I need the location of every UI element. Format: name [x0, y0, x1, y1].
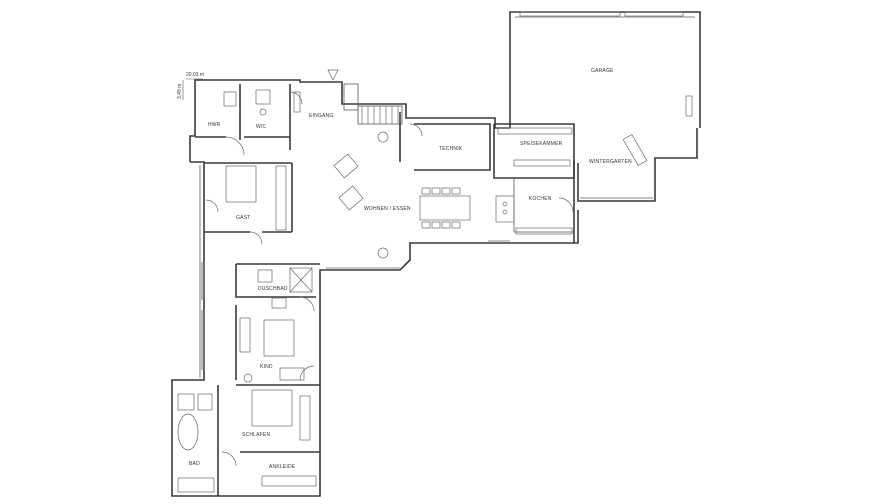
dimension-width: 20,03 m — [186, 72, 204, 80]
room-label-technik: TECHNIK — [439, 146, 463, 152]
doors — [205, 69, 574, 467]
room-label-garage: GARAGE — [591, 68, 614, 74]
room-label-hwr: HWR — [208, 122, 221, 128]
room-label-wc: W/C — [256, 124, 267, 130]
dimension-width-label: 20,03 m — [186, 72, 204, 78]
room-label-eingang: EINGANG — [309, 113, 333, 119]
outer-walls — [171, 11, 701, 497]
dimension-height: 3,45 m — [177, 80, 184, 100]
room-label-gast: GAST — [236, 215, 250, 221]
room-label-kind: KIND — [260, 364, 273, 370]
room-labels: GARAGE HWR W/C EINGANG TECHNIK SPEISEKAM… — [189, 68, 632, 470]
room-label-wintergarten: WINTERGARTEN — [589, 159, 632, 165]
room-label-wohnen-essen: WOHNEN / ESSEN — [364, 206, 411, 212]
west-windows — [201, 262, 205, 370]
room-label-bad: BAD — [189, 461, 200, 467]
dimension-height-label: 3,45 m — [177, 84, 183, 99]
room-label-speisekammer: SPEISEKAMMER — [520, 141, 563, 147]
furniture — [177, 89, 693, 493]
room-label-schlafen: SCHLAFEN — [242, 432, 270, 438]
room-label-ankleide: ANKLEIDE — [269, 464, 296, 470]
room-label-kochen: KOCHEN — [529, 196, 552, 202]
room-label-duschbad: DUSCHBAD — [258, 286, 288, 292]
